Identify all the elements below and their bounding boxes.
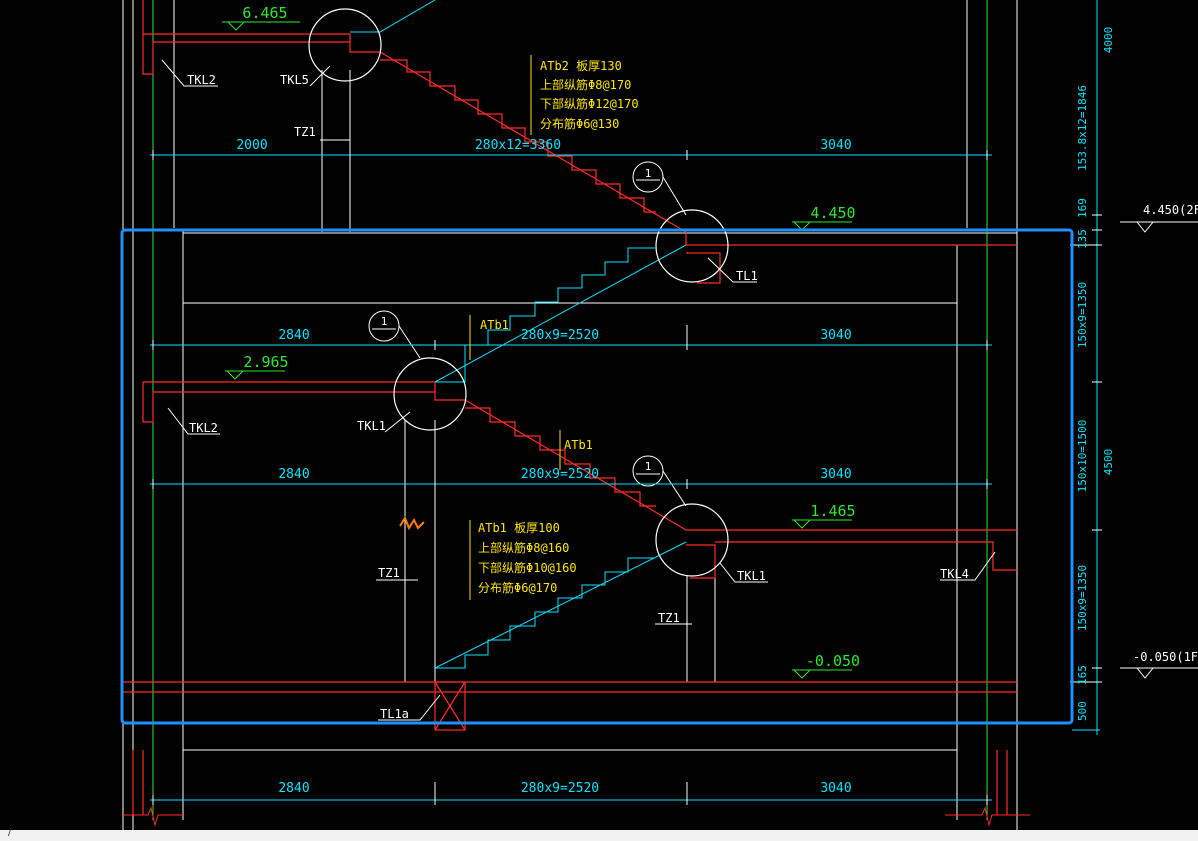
status-bar: / bbox=[0, 827, 1198, 841]
level-2965: 2.965 bbox=[243, 353, 288, 371]
level-4450: 4.450 bbox=[810, 204, 855, 222]
svg-text:150x9=1350: 150x9=1350 bbox=[1076, 565, 1089, 631]
svg-text:500: 500 bbox=[1076, 701, 1089, 721]
dim-row2-right: 3040 bbox=[820, 328, 851, 343]
dim-row1-left: 2000 bbox=[236, 138, 267, 153]
status-text: / bbox=[8, 827, 12, 838]
svg-text:135: 135 bbox=[1076, 229, 1089, 249]
dim-row3-mid: 280x9=2520 bbox=[521, 467, 599, 482]
note-atb2: ATb2 板厚130 上部纵筋Φ8@170 下部纵筋Φ12@170 分布筋Φ6@… bbox=[540, 59, 639, 131]
svg-text:165: 165 bbox=[1076, 665, 1089, 685]
svg-text:分布筋Φ6@130: 分布筋Φ6@130 bbox=[540, 116, 619, 131]
svg-text:4500: 4500 bbox=[1102, 449, 1115, 476]
cursor-mark bbox=[399, 515, 425, 531]
svg-text:169: 169 bbox=[1076, 198, 1089, 218]
label-leaders bbox=[161, 59, 996, 721]
dim-row1-right: 3040 bbox=[820, 138, 851, 153]
svg-text:分布筋Φ6@170: 分布筋Φ6@170 bbox=[478, 580, 557, 595]
detail-bubbles bbox=[368, 161, 687, 507]
label-tkl2-top: TKL2 bbox=[187, 73, 216, 87]
level-1465: 1.465 bbox=[810, 502, 855, 520]
selection-rectangle[interactable] bbox=[120, 228, 1074, 725]
level-6465: 6.465 bbox=[242, 4, 287, 22]
vertical-dimensions: 4000 153.8x12=1846 169 135 150x9=1350 15… bbox=[1076, 27, 1115, 721]
dim-row2-left: 2840 bbox=[278, 328, 309, 343]
dim-row3-right: 3040 bbox=[820, 467, 851, 482]
floor-markers bbox=[1120, 221, 1198, 679]
svg-text:150x10=1500: 150x10=1500 bbox=[1076, 420, 1089, 493]
floor-1f: -0.050(1F) bbox=[1133, 650, 1198, 664]
detail-1-a: 1 bbox=[645, 167, 652, 180]
label-tl1a: TL1a bbox=[380, 707, 409, 721]
level-markers bbox=[222, 21, 852, 679]
label-tkl4: TKL4 bbox=[940, 567, 969, 581]
dim-row4-right: 3040 bbox=[820, 781, 851, 796]
note-leaders bbox=[469, 55, 561, 600]
label-tkl1-low: TKL1 bbox=[737, 569, 766, 583]
svg-text:上部纵筋Φ8@160: 上部纵筋Φ8@160 bbox=[478, 540, 569, 555]
note-atb1: ATb1 板厚100 上部纵筋Φ8@160 下部纵筋Φ10@160 分布筋Φ6@… bbox=[478, 521, 577, 595]
label-atb1-upper: ATb1 bbox=[480, 318, 509, 332]
svg-text:下部纵筋Φ10@160: 下部纵筋Φ10@160 bbox=[478, 560, 577, 575]
level-neg050: -0.050 bbox=[806, 652, 860, 670]
svg-text:上部纵筋Φ8@170: 上部纵筋Φ8@170 bbox=[540, 77, 631, 92]
floor-2f: 4.450(2F) bbox=[1143, 203, 1198, 217]
dim-row1-mid: 280x12=3360 bbox=[475, 138, 561, 153]
label-tkl1-mid: TKL1 bbox=[357, 419, 386, 433]
label-tz1-mid: TZ1 bbox=[378, 566, 400, 580]
label-tz1-top: TZ1 bbox=[294, 125, 316, 139]
dim-row2-mid: 280x9=2520 bbox=[521, 328, 599, 343]
dimension-ticks bbox=[152, 150, 1102, 805]
dim-row4-left: 2840 bbox=[278, 781, 309, 796]
joint-circles bbox=[308, 8, 729, 577]
label-tkl5: TKL5 bbox=[280, 73, 309, 87]
svg-text:下部纵筋Φ12@170: 下部纵筋Φ12@170 bbox=[540, 96, 639, 111]
dim-row3-left: 2840 bbox=[278, 467, 309, 482]
break-marks bbox=[123, 806, 1030, 827]
structure-members bbox=[123, 0, 1017, 815]
svg-text:150x9=1350: 150x9=1350 bbox=[1076, 282, 1089, 348]
label-tl1: TL1 bbox=[736, 269, 758, 283]
label-tz1-low: TZ1 bbox=[658, 611, 680, 625]
detail-1-c: 1 bbox=[645, 460, 652, 473]
label-tkl2-mid: TKL2 bbox=[189, 421, 218, 435]
detail-1-b: 1 bbox=[381, 315, 388, 328]
label-atb1-lower: ATb1 bbox=[564, 438, 593, 452]
outline-lines bbox=[122, 0, 1018, 830]
svg-text:4000: 4000 bbox=[1102, 27, 1115, 54]
dimension-lines bbox=[150, 0, 1100, 801]
svg-text:153.8x12=1846: 153.8x12=1846 bbox=[1076, 85, 1089, 171]
svg-text:ATb1 板厚100: ATb1 板厚100 bbox=[478, 521, 560, 535]
dim-row4-mid: 280x9=2520 bbox=[521, 781, 599, 796]
svg-text:ATb2 板厚130: ATb2 板厚130 bbox=[540, 59, 622, 73]
